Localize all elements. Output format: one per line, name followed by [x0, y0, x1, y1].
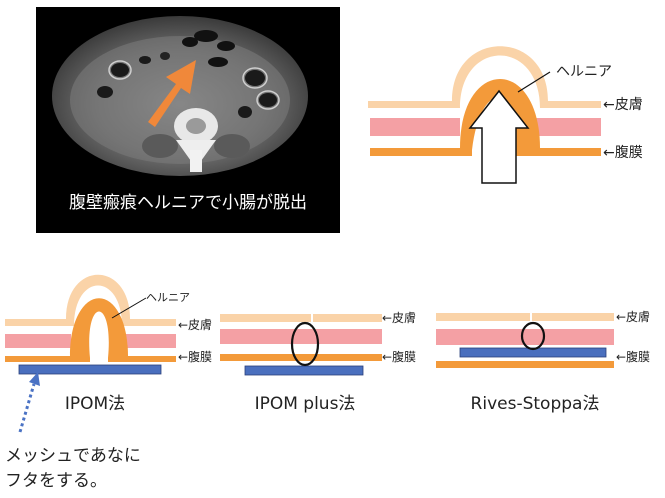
ipom-plus-muscle	[220, 329, 382, 344]
main-up-arrow-icon	[468, 89, 530, 184]
ipom-plus-mesh	[244, 365, 364, 376]
ct-caption: 腹壁瘢痕ヘルニアで小腸が脱出	[69, 193, 307, 213]
main-peritoneum-label: ←腹膜	[603, 144, 643, 161]
dotted-arrow-icon	[18, 372, 40, 433]
ct-scan-image: 腹壁瘢痕ヘルニアで小腸が脱出	[36, 7, 340, 233]
ipom-peritoneum-layer	[5, 299, 176, 362]
ipom-plus-title: IPOM plus法	[255, 394, 356, 414]
ipom-muscle-left	[5, 334, 71, 348]
ipom-plus-peritoneum-label: ←腹膜	[382, 350, 416, 364]
ipom-plus-diagram: ←皮膚 ←腹膜 IPOM plus法	[220, 310, 416, 414]
ipom-hernia-label: ヘルニア	[146, 291, 190, 304]
main-muscle-left	[370, 118, 460, 136]
rives-stoppa-muscle	[436, 329, 614, 345]
note-line-2: フタをする。	[5, 471, 107, 491]
rives-stoppa-skin-label: ←皮膚	[616, 309, 650, 324]
ipom-plus-closure-ring	[290, 321, 320, 367]
rives-stoppa-title: Rives-Stoppa法	[471, 394, 600, 414]
ipom-plus-skin-left	[220, 314, 311, 322]
rives-stoppa-closure-ring	[520, 321, 546, 351]
main-muscle-right	[520, 118, 601, 136]
note-line-1: メッシュであなに	[5, 446, 141, 466]
rives-stoppa-skin-right	[532, 313, 614, 321]
ipom-diagram: ヘルニア ←皮膚 ←腹膜 IPOM法	[5, 274, 212, 414]
ipom-skin-label: ←皮膚	[178, 317, 212, 332]
main-hernia-label: ヘルニア	[556, 64, 612, 80]
ipom-peritoneum-label: ←腹膜	[178, 350, 212, 364]
rives-stoppa-skin-left	[436, 313, 530, 321]
ct-arrow-icon	[148, 60, 196, 127]
main-hernia-diagram: ヘルニア ←皮膚 ←腹膜	[368, 46, 643, 184]
ipom-muscle-right	[114, 334, 176, 348]
ipom-plus-skin-label: ←皮膚	[382, 310, 416, 325]
rives-stoppa-diagram: ←皮膚 ←腹膜 Rives-Stoppa法	[436, 309, 650, 414]
ipom-mesh	[18, 364, 162, 375]
main-skin-layer	[368, 46, 601, 108]
ipom-skin-layer	[5, 274, 176, 326]
rives-stoppa-peritoneum-label: ←腹膜	[616, 350, 650, 364]
main-skin-label: ←皮膚	[603, 97, 643, 113]
rives-stoppa-peritoneum	[436, 361, 614, 368]
ipom-plus-peritoneum	[220, 354, 382, 361]
ipom-title: IPOM法	[65, 394, 125, 414]
main-peritoneum-layer	[370, 79, 601, 156]
ipom-plus-skin-right	[313, 314, 382, 322]
